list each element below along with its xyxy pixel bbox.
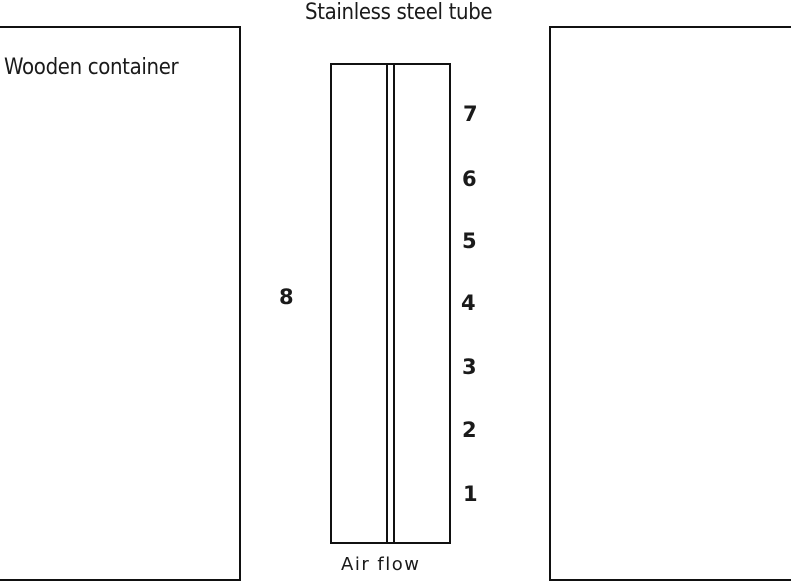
sensor-label-5: 5 [462, 229, 477, 253]
stainless-steel-tube [330, 63, 451, 544]
sensor-label-2: 2 [462, 418, 477, 442]
wooden-container-left [0, 26, 241, 581]
sensor-label-4: 4 [461, 291, 476, 315]
sensor-label-7: 7 [463, 102, 478, 126]
tube-title: Stainless steel tube [305, 0, 493, 25]
sensor-label-3: 3 [462, 355, 477, 379]
sensor-label-6: 6 [462, 167, 477, 191]
tube-inner-wall-left [386, 65, 388, 542]
sensor-label-1: 1 [463, 482, 478, 506]
container-label: Wooden container [4, 55, 179, 80]
tube-inner-wall-right [393, 65, 395, 542]
wooden-container-right [549, 26, 791, 581]
airflow-label: Air flow [341, 554, 421, 575]
sensor-label-8: 8 [279, 285, 294, 309]
